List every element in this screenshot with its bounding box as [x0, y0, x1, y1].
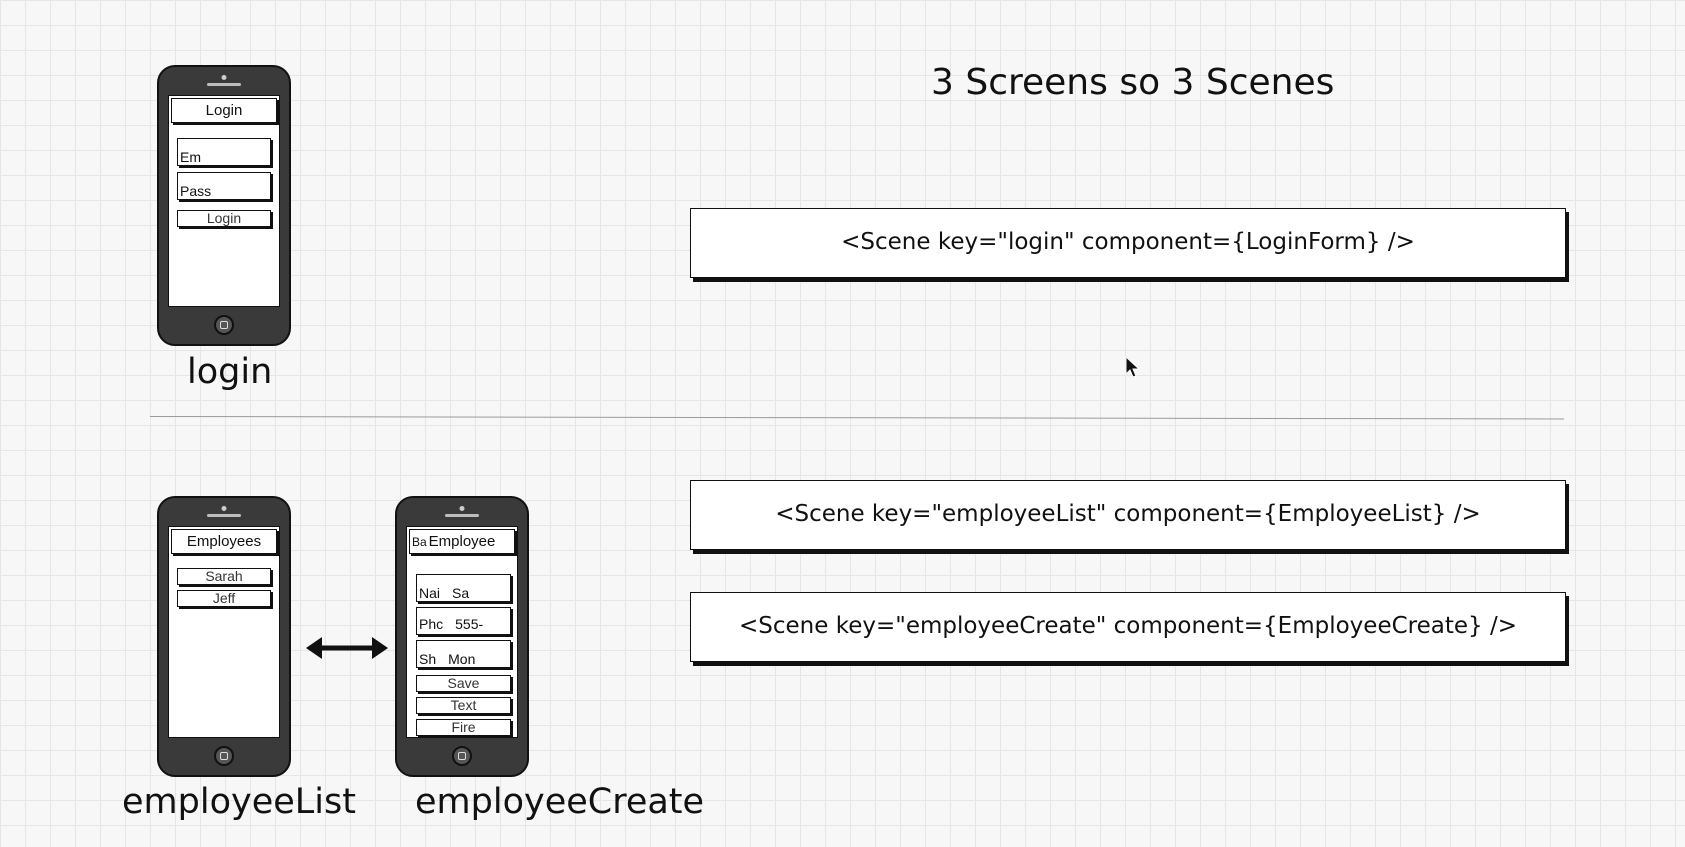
employee-list-phone-mockup: Employees Sarah Jeff — [157, 496, 291, 777]
home-button-icon — [214, 315, 234, 335]
phone-field: Phc 555- — [416, 607, 511, 635]
name-field-label: Nai — [419, 585, 441, 601]
employee-create-title: Employee — [428, 533, 496, 550]
phone-field-value: 555- — [455, 616, 484, 632]
password-field-label: Pass — [180, 183, 212, 199]
shift-field-label: Sh — [419, 651, 437, 667]
list-item: Sarah — [177, 568, 271, 585]
phone-speaker-icon — [207, 514, 241, 517]
employee-list-title-bar: Employees — [171, 529, 277, 554]
login-scene-code-box: <Scene key="login" component={LoginForm}… — [690, 208, 1566, 278]
save-button: Save — [416, 675, 511, 692]
list-item: Jeff — [177, 590, 271, 607]
home-button-icon — [452, 746, 472, 766]
password-field: Pass — [177, 172, 271, 200]
shift-field: Sh Mon — [416, 640, 511, 668]
login-phone-mockup: Login Em Pass Login — [157, 65, 291, 346]
shift-field-value: Mon — [448, 651, 476, 667]
employee-list-screen: Employees Sarah Jeff — [168, 526, 280, 738]
employee-create-screen: Ba Employee Nai Sa Phc 555- Sh Mon Save Tex… — [406, 526, 518, 738]
phone-camera-icon — [221, 75, 227, 80]
employee-create-phone-mockup: Ba Employee Nai Sa Phc 555- Sh Mon Save Tex… — [395, 496, 529, 777]
name-field: Nai Sa — [416, 574, 511, 602]
email-field: Em — [177, 138, 271, 166]
double-headed-arrow-icon — [306, 637, 388, 659]
mouse-pointer-icon — [1125, 356, 1141, 378]
section-divider — [149, 416, 1564, 420]
back-button-label: Ba — [412, 535, 427, 549]
employee-create-title-bar: Ba Employee — [409, 529, 515, 554]
email-field-label: Em — [180, 149, 201, 165]
fire-button: Fire — [416, 719, 511, 736]
name-field-value: Sa — [452, 585, 470, 601]
phone-camera-icon — [459, 506, 465, 511]
login-phone-label: login — [187, 352, 273, 392]
phone-camera-icon — [221, 506, 227, 511]
phone-speaker-icon — [445, 514, 479, 517]
employee-create-phone-label: employeeCreate — [415, 782, 705, 822]
employee-create-scene-code-box: <Scene key="employeeCreate" component={E… — [690, 592, 1566, 662]
text-button: Text — [416, 697, 511, 714]
phone-speaker-icon — [207, 83, 241, 86]
employee-list-scene-code-box: <Scene key="employeeList" component={Emp… — [690, 480, 1566, 550]
diagram-heading: 3 Screens so 3 Scenes — [931, 62, 1335, 103]
login-button: Login — [177, 210, 271, 227]
login-screen: Login Em Pass Login — [168, 95, 280, 307]
login-title-bar: Login — [171, 98, 277, 123]
phone-field-label: Phc — [419, 616, 444, 632]
home-button-icon — [214, 746, 234, 766]
employee-list-phone-label: employeeList — [122, 782, 356, 822]
